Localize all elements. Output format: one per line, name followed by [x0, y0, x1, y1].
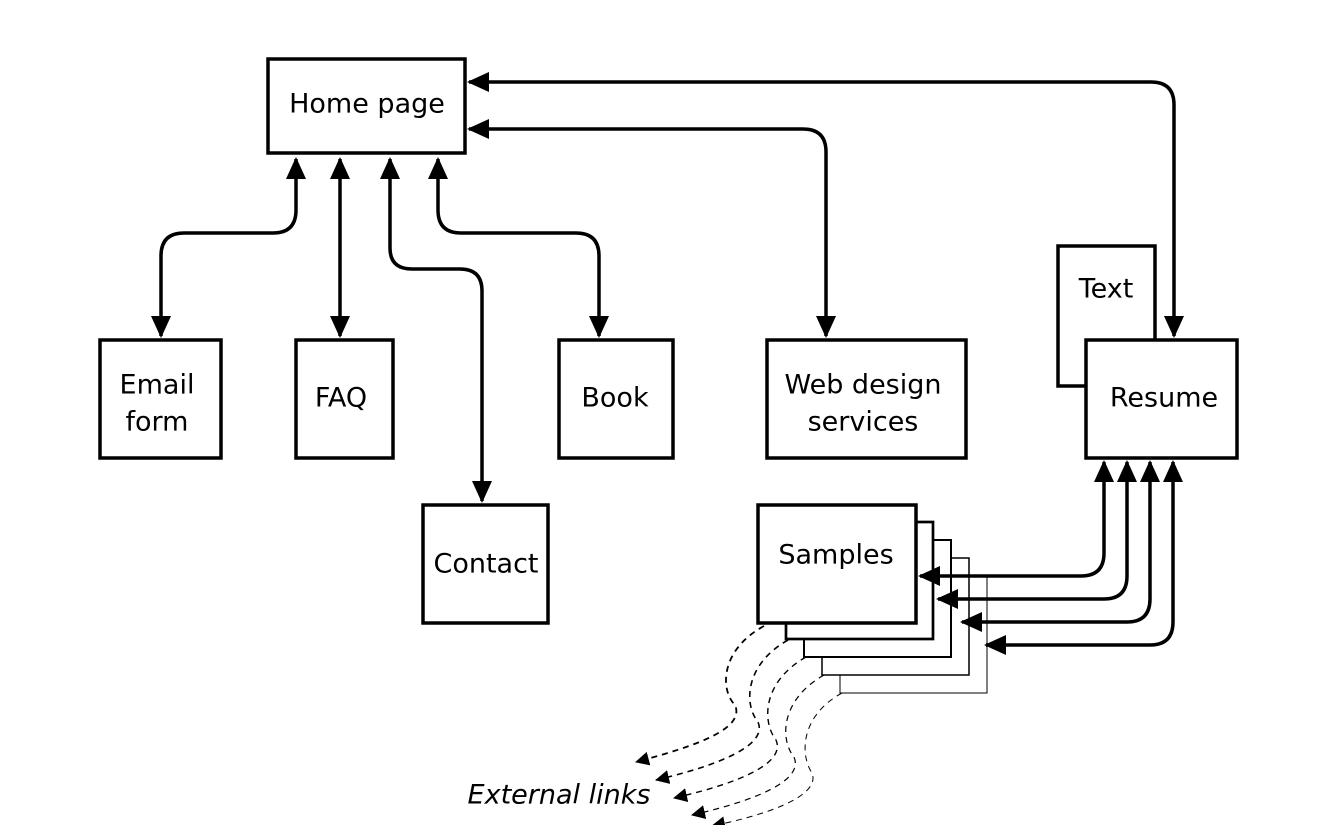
edge-resume-samples-4	[984, 460, 1183, 655]
edge-home-contact	[380, 157, 492, 503]
node-contact: Contact	[421, 503, 550, 625]
edge-home-email	[151, 157, 306, 338]
external-links-label: External links	[468, 780, 651, 811]
faq-label: FAQ	[315, 383, 367, 414]
external-link-3	[673, 656, 807, 802]
edge-home-resume	[467, 72, 1184, 338]
web-design-label-line2: services	[808, 407, 919, 438]
contact-label: Contact	[433, 549, 538, 580]
external-link-5	[711, 692, 843, 825]
node-samples: Samples	[756, 503, 918, 625]
edge-home-book	[428, 157, 609, 338]
external-link-1	[635, 625, 765, 766]
node-email-form: Email form	[98, 338, 223, 460]
home-page-label: Home page	[289, 89, 445, 120]
node-resume: Resume	[1084, 338, 1239, 460]
email-form-label-line2: form	[126, 407, 189, 438]
external-link-4	[691, 674, 825, 819]
samples-label: Samples	[778, 540, 893, 571]
web-design-label-line1: Web design	[784, 370, 941, 401]
email-form-label-line1: Email	[120, 370, 195, 401]
node-book: Book	[557, 338, 675, 460]
node-web-design-services: Web design services	[765, 338, 968, 460]
node-home-page: Home page	[266, 57, 467, 155]
book-label: Book	[581, 383, 649, 414]
node-faq: FAQ	[294, 338, 395, 460]
resume-label: Resume	[1110, 383, 1218, 414]
text-label: Text	[1078, 274, 1134, 305]
